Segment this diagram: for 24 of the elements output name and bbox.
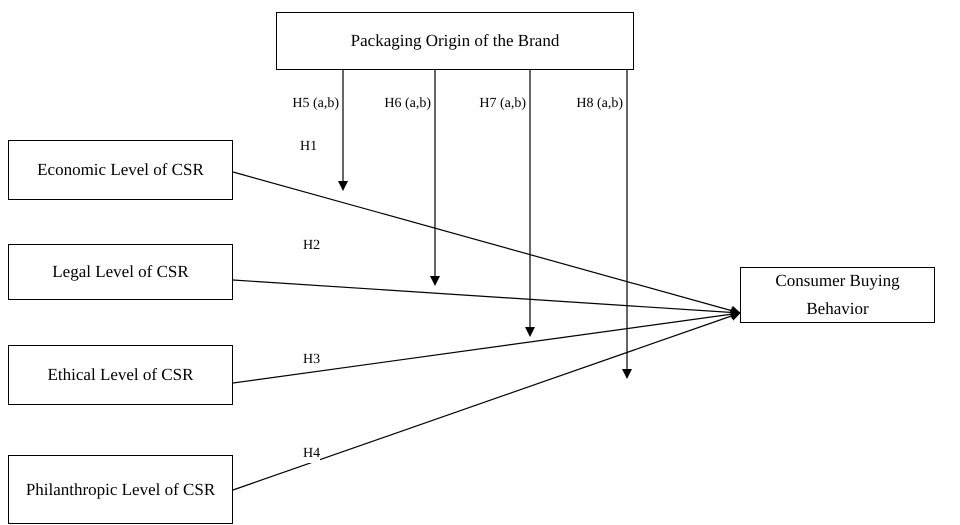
arrow <box>232 171 741 316</box>
arrow <box>525 70 535 337</box>
edge-label: H8 (a,b) <box>576 95 623 113</box>
node-text: Economic Level of CSR <box>37 159 204 181</box>
edge-label: H7 (a,b) <box>479 95 526 113</box>
node-text: Consumer Buying Behavior <box>774 270 901 320</box>
arrow <box>232 309 741 384</box>
arrow <box>430 70 440 286</box>
edge-label: H4 <box>303 445 320 463</box>
arrow <box>232 311 741 491</box>
arrow <box>622 70 632 379</box>
text-box <box>8 140 233 200</box>
node-text: Philanthropic Level of CSR <box>26 478 216 501</box>
text-box <box>276 12 634 70</box>
node-text: Packaging Origin of the Brand <box>350 30 560 52</box>
edge-label: H5 (a,b) <box>292 95 339 113</box>
edge-label: H6 (a,b) <box>384 95 431 113</box>
text-box <box>8 345 233 405</box>
node-text: Legal Level of CSR <box>52 261 189 283</box>
text-box <box>8 455 233 524</box>
arrow <box>338 70 348 191</box>
text-box <box>740 267 935 323</box>
text-box <box>8 244 233 300</box>
node-text: Ethical Level of CSR <box>48 364 194 386</box>
